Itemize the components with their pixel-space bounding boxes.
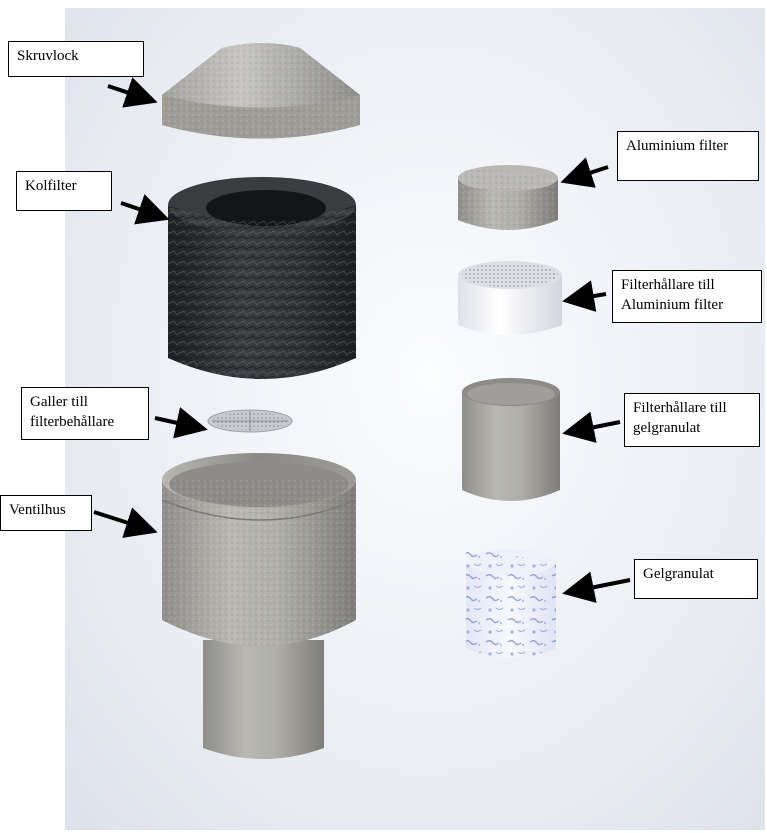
label-filterhallare-gel-line1: Filterhållare till [633, 400, 727, 416]
arrow-filterhallare-gel [562, 411, 621, 443]
gel-granulate-holder-part [462, 378, 560, 501]
label-gelgranulat-text: Gelgranulat [643, 566, 714, 582]
label-filterhallare-alu-line2: Aluminium filter [621, 297, 724, 313]
arrow-gelgranulat [562, 571, 631, 603]
label-kolfilter: Kolfilter [16, 171, 112, 211]
label-kolfilter-text: Kolfilter [25, 178, 77, 194]
label-gelgranulat: Gelgranulat [634, 559, 758, 599]
arrow-filterhallare-alu [562, 280, 607, 312]
label-ventilhus: Ventilhus [0, 495, 92, 531]
arrow-kolfilter [120, 194, 170, 225]
valve-housing-part [161, 453, 357, 759]
label-ventilhus-text: Ventilhus [9, 502, 66, 518]
label-skruvlock-text: Skruvlock [17, 48, 79, 64]
screw-cap-part [162, 43, 360, 139]
label-galler: Galler till filterbehållare [21, 387, 149, 440]
label-aluminium-filter: Aluminium filter [617, 131, 759, 181]
arrows [93, 77, 631, 603]
label-filterhallare-gel-line2: gelgranulat [633, 420, 701, 436]
label-skruvlock: Skruvlock [8, 41, 144, 77]
label-galler-line1: Galler till [30, 394, 88, 410]
grate-part [207, 409, 293, 433]
label-aluminium-filter-text: Aluminium filter [626, 138, 729, 154]
label-filterhallare-alu: Filterhållare till Aluminium filter [612, 270, 762, 323]
arrow-ventilhus [93, 507, 158, 538]
carbon-filter-part [168, 177, 356, 379]
arrow-skruvlock [107, 77, 158, 108]
label-filterhallare-alu-line1: Filterhållare till [621, 277, 715, 293]
aluminium-filter-holder-part [458, 261, 562, 335]
label-filterhallare-gel: Filterhållare till gelgranulat [624, 393, 760, 447]
aluminium-filter-part [458, 165, 558, 230]
arrow-galler [154, 407, 208, 439]
arrow-aluminium-filter [560, 157, 609, 188]
gel-granulate-part [466, 549, 556, 658]
label-galler-line2: filterbehållare [30, 414, 115, 430]
